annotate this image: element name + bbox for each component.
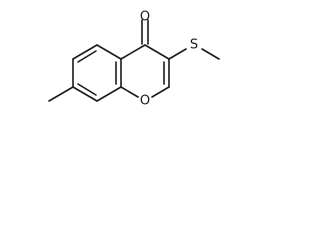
chemical-structure-diagram: O O S (0, 0, 250, 138)
bond-c5-c6-double (77, 50, 97, 63)
bond-o1-c8a (120, 86, 139, 98)
bond-c3-s (168, 48, 187, 60)
bond-c7-c8-double (77, 83, 97, 96)
bond-c7-methyl (48, 86, 74, 102)
bond-c4a-c5 (96, 44, 122, 60)
bond-c4-c3 (144, 44, 170, 60)
bond-c4a-c4 (120, 44, 146, 60)
bond-c7-c8 (72, 86, 98, 102)
carbonyl-oxygen-label: O (140, 10, 150, 25)
bond-c2-o1 (151, 86, 170, 98)
bond-s-methyl (201, 48, 220, 60)
bond-c8-c8a (96, 86, 122, 102)
sulfur-label: S (190, 38, 198, 53)
bond-c5-c6 (72, 44, 98, 60)
ring-oxygen-label: O (140, 94, 150, 109)
